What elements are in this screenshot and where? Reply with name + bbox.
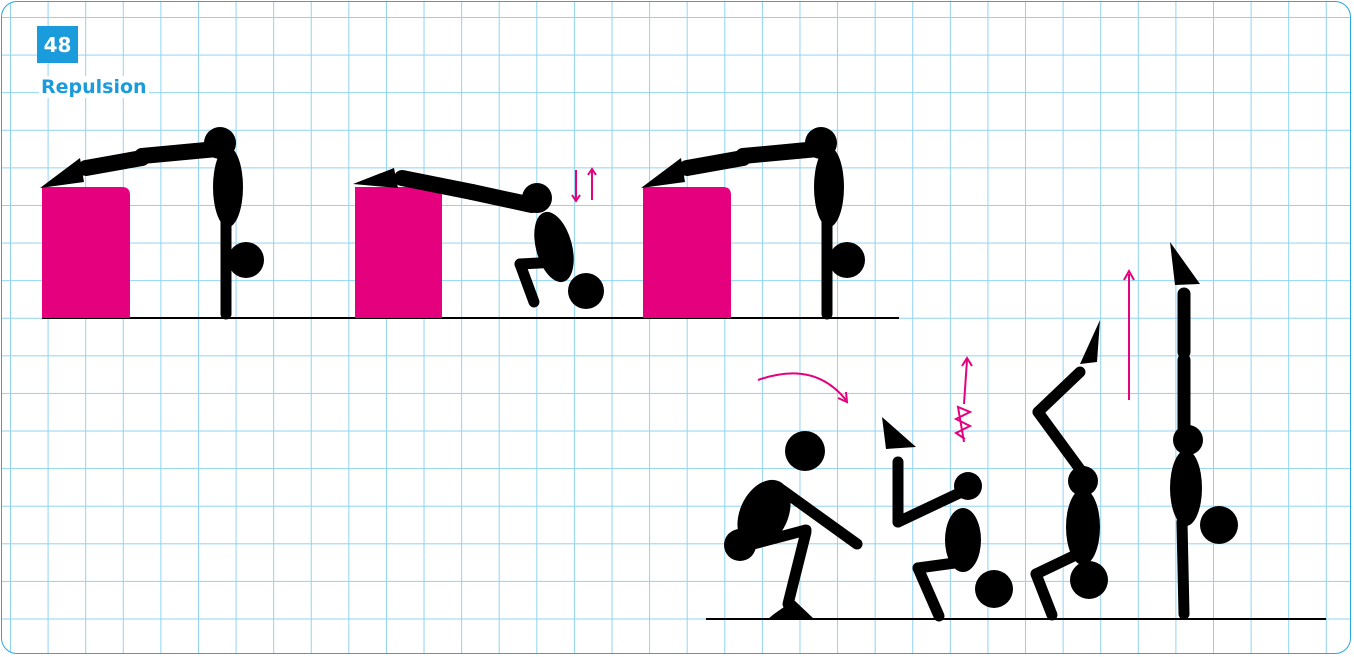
- foot-2: [353, 168, 398, 188]
- box-3: [643, 187, 731, 318]
- curved-arrow-icon: [758, 373, 847, 402]
- bounce-arrows-icon: [572, 169, 596, 201]
- spring-arrow-icon: [956, 358, 972, 442]
- head-5: [975, 570, 1013, 608]
- figure-handstand-vertical: [1170, 242, 1238, 614]
- head-4: [785, 431, 825, 471]
- head-6: [1070, 561, 1108, 599]
- figure-squat-start: [724, 431, 857, 619]
- foot-3: [641, 158, 685, 188]
- head-3: [829, 242, 865, 278]
- head-1: [228, 242, 264, 278]
- foot-1: [40, 158, 84, 188]
- figure-push-kick: [1036, 320, 1108, 615]
- figure-pike-box: [353, 168, 604, 318]
- head-7: [1200, 506, 1238, 544]
- up-arrow-icon: [1124, 271, 1134, 400]
- head-2: [568, 273, 604, 309]
- box-2: [355, 187, 442, 318]
- figure-handstand-box-2: [641, 127, 865, 318]
- box-1: [42, 187, 130, 318]
- figure-crouch-reach: [882, 417, 1013, 616]
- figure-handstand-box-1: [40, 127, 264, 318]
